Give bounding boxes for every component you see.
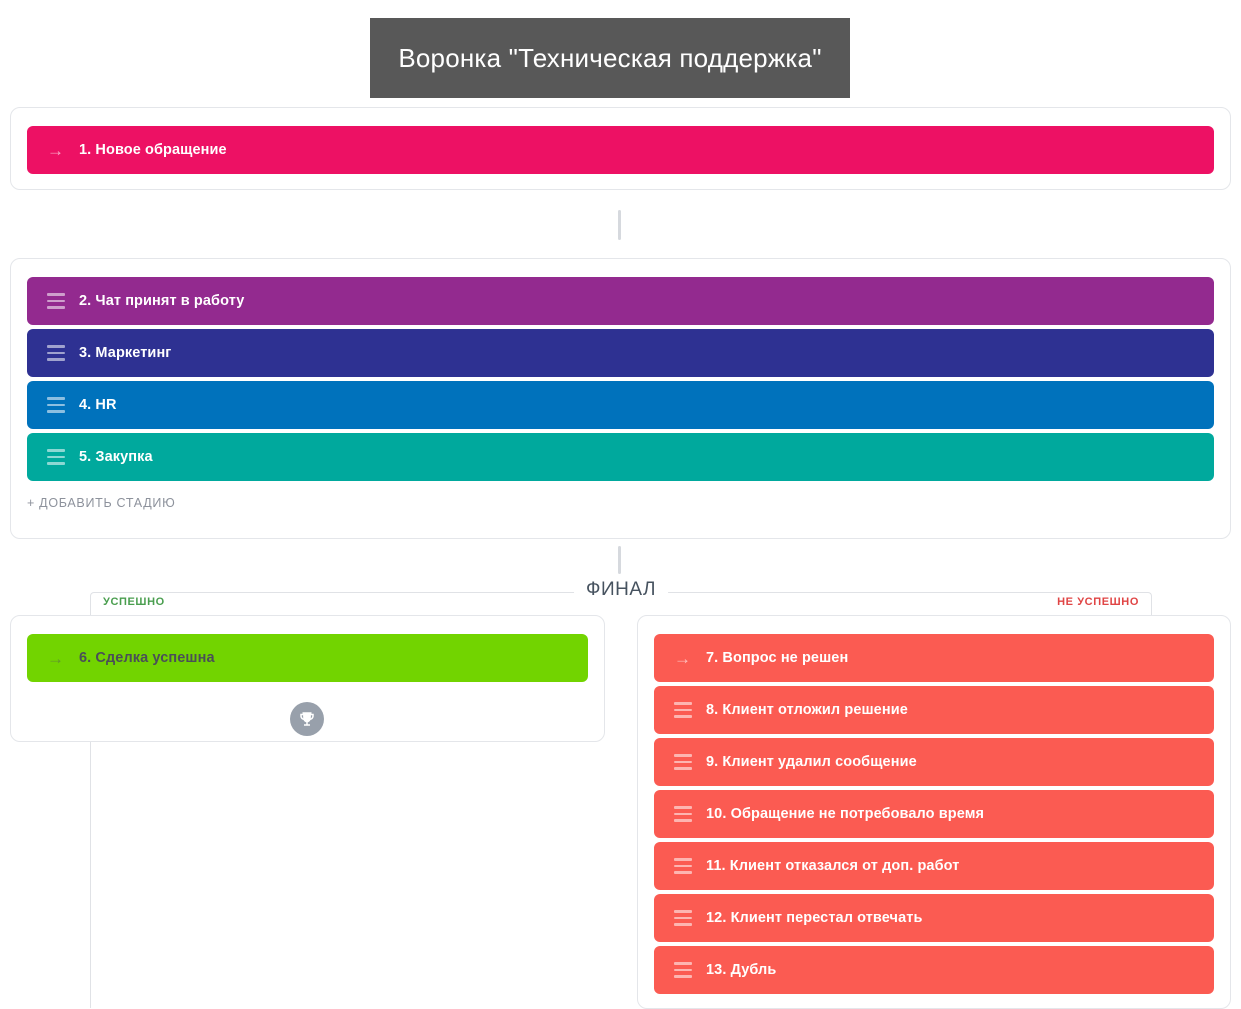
stage-row[interactable]: 9. Клиент удалил сообщение — [654, 738, 1214, 786]
stage-label: 2. Чат принят в работу — [79, 293, 245, 309]
drag-handle-icon[interactable] — [674, 908, 696, 928]
stage-label: 1. Новое обращение — [79, 142, 227, 158]
stage-label: 8. Клиент отложил решение — [706, 702, 908, 718]
drag-handle-icon[interactable] — [47, 395, 69, 415]
drag-handle-icon[interactable] — [47, 447, 69, 467]
stage-row[interactable]: 8. Клиент отложил решение — [654, 686, 1214, 734]
drag-handle-icon[interactable] — [674, 700, 696, 720]
drag-handle-icon[interactable] — [674, 856, 696, 876]
drag-handle-icon[interactable] — [674, 752, 696, 772]
stage-row[interactable]: 2. Чат принят в работу — [27, 277, 1214, 325]
page-title: Воронка "Техническая поддержка" — [398, 42, 822, 73]
funnel-title-bar: Воронка "Техническая поддержка" — [370, 18, 850, 98]
fail-stages-card: → 7. Вопрос не решен 8. Клиент отложил реш… — [637, 615, 1231, 1009]
stage-row[interactable]: 3. Маркетинг — [27, 329, 1214, 377]
middle-stages-card: 2. Чат принят в работу 3. Маркетинг 4. HR 5… — [10, 258, 1231, 539]
stage-row[interactable]: 4. HR — [27, 381, 1214, 429]
final-legend: ФИНАЛ — [574, 579, 668, 601]
first-stage-list: → 1. Новое обращение — [27, 126, 1214, 174]
trophy-icon[interactable] — [290, 702, 324, 736]
drag-handle-icon[interactable] — [674, 960, 696, 980]
first-stage-card: → 1. Новое обращение — [10, 107, 1231, 190]
middle-stage-list: 2. Чат принят в работу 3. Маркетинг 4. HR 5… — [27, 277, 1214, 481]
connector-line-1 — [618, 210, 621, 240]
stage-label: 13. Дубль — [706, 962, 777, 978]
stage-label: 3. Маркетинг — [79, 345, 172, 361]
stage-row[interactable]: 10. Обращение не потребовало время — [654, 790, 1214, 838]
arrow-right-icon: → — [47, 140, 64, 160]
arrow-right-icon: → — [47, 648, 64, 668]
stage-label: 6. Сделка успешна — [79, 650, 215, 666]
stage-label: 10. Обращение не потребовало время — [706, 806, 985, 822]
stage-label: 11. Клиент отказался от доп. работ — [706, 858, 960, 874]
stage-label: 4. HR — [79, 397, 117, 413]
stage-label: 12. Клиент перестал отвечать — [706, 910, 923, 926]
stage-row[interactable]: → 6. Сделка успешна — [27, 634, 588, 682]
add-stage-button[interactable]: + ДОБАВИТЬ СТАДИЮ — [27, 496, 176, 510]
fail-stage-list: → 7. Вопрос не решен 8. Клиент отложил реш… — [654, 634, 1214, 994]
drag-handle-icon[interactable] — [47, 343, 69, 363]
connector-line-2 — [618, 546, 621, 574]
stage-row[interactable]: 11. Клиент отказался от доп. работ — [654, 842, 1214, 890]
stage-row[interactable]: 5. Закупка — [27, 433, 1214, 481]
success-stage-list: → 6. Сделка успешна — [27, 634, 588, 682]
drag-handle-icon[interactable] — [674, 804, 696, 824]
arrow-right-icon: → — [674, 648, 691, 668]
stage-row[interactable]: → 1. Новое обращение — [27, 126, 1214, 174]
final-section-frame: ФИНАЛ УСПЕШНО НЕ УСПЕШНО — [90, 579, 1152, 1008]
success-stages-card: → 6. Сделка успешна — [10, 615, 605, 742]
success-column-label: УСПЕШНО — [103, 596, 165, 608]
drag-handle-icon[interactable] — [47, 291, 69, 311]
stage-label: 7. Вопрос не решен — [706, 650, 849, 666]
stage-row[interactable]: 12. Клиент перестал отвечать — [654, 894, 1214, 942]
stage-label: 9. Клиент удалил сообщение — [706, 754, 917, 770]
stage-row[interactable]: 13. Дубль — [654, 946, 1214, 994]
stage-label: 5. Закупка — [79, 449, 153, 465]
fail-column-label: НЕ УСПЕШНО — [1057, 596, 1139, 608]
stage-row[interactable]: → 7. Вопрос не решен — [654, 634, 1214, 682]
